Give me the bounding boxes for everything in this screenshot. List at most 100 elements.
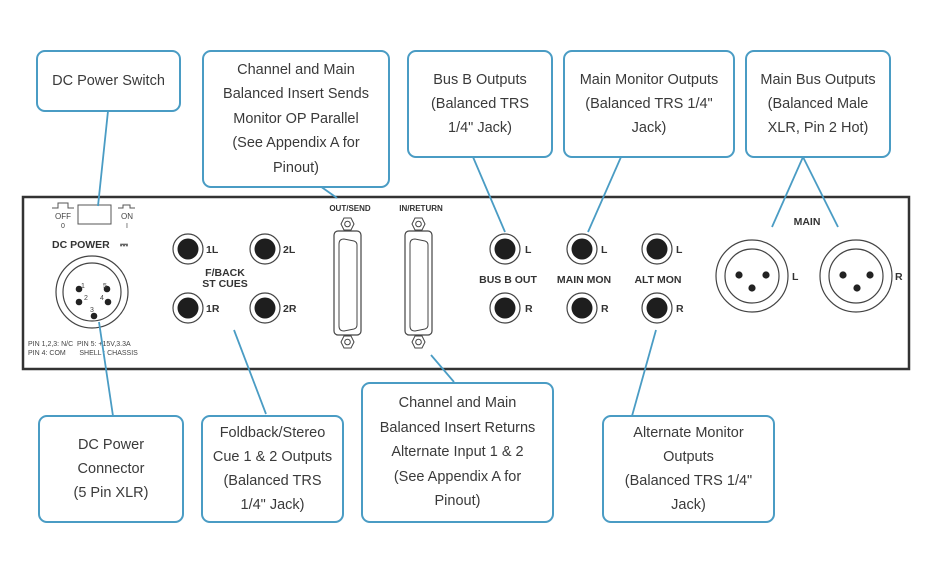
main-mon-l-label: L (601, 244, 608, 256)
callout-line: Balanced Insert Returns (379, 419, 536, 436)
callout-line: (See Appendix A for (232, 135, 360, 152)
main-mon-label: MAIN MON (557, 274, 611, 286)
callout-line: 1/4" Jack) (448, 120, 512, 136)
main-mon-jacks: L MAIN MON R (557, 233, 611, 324)
jack-1l-label: 1L (206, 244, 219, 256)
jack-2l (249, 233, 281, 265)
alt-mon-jacks: L ALT MON R (634, 233, 684, 324)
main-mon-jack-r (566, 292, 598, 324)
dc-power-connector: DC POWER ⎓ 1 2 3 4 5 PIN 1,2,3: N/C PIN … (28, 239, 138, 357)
in-return-label: IN/RETURN (399, 204, 443, 213)
main-xlr-outputs: MAIN L R (715, 216, 903, 313)
callout-line: (Balanced TRS (223, 473, 322, 489)
callout-line: Jack) (671, 497, 706, 513)
callout-line: 1/4" Jack) (240, 497, 305, 513)
pin-4 (104, 298, 112, 306)
dc-power-label: DC POWER (52, 239, 110, 251)
main-mon-jack-l (566, 233, 598, 265)
callout-line: Cue 1 & 2 Outputs (212, 449, 333, 465)
callout-line: Pinout) (434, 493, 481, 510)
callout-dc-power-switch: DC Power Switch (36, 50, 181, 112)
bus-b-out-label: BUS B OUT (479, 274, 537, 286)
foldback-jacks: 1L 2L F/BACK ST CUES 1R 2R (172, 233, 297, 324)
pin-1-label: 1 (81, 283, 85, 290)
leader-dc-power-switch (97, 110, 109, 207)
callout-line: Connector (77, 461, 145, 477)
pin-2-label: 2 (84, 295, 88, 302)
out-send-dsub: OUT/SEND (329, 204, 371, 349)
jack-2l-label: 2L (283, 244, 296, 256)
pin-3 (90, 312, 98, 320)
leader-dc-power-connector (98, 321, 114, 417)
switch-off-label: OFF (55, 212, 71, 221)
leader-lines (97, 110, 839, 417)
leader-bus-b (472, 156, 506, 233)
off-position-icon (52, 202, 74, 209)
callout-line: Alternate Input 1 & 2 (391, 444, 524, 461)
leader-main-bus-l (771, 156, 804, 228)
fback-title-2: ST CUES (202, 278, 248, 290)
main-l-label: L (792, 271, 799, 283)
alt-mon-jack-l (641, 233, 673, 265)
callout-line: Channel and Main (237, 61, 355, 78)
bus-b-r-label: R (525, 303, 533, 315)
callout-line: Jack) (631, 120, 667, 136)
leader-insert-sends (319, 185, 338, 199)
callout-line: Bus B Outputs (433, 72, 527, 88)
bus-b-jack-r (489, 292, 521, 324)
callout-line: (5 Pin XLR) (73, 485, 149, 501)
bus-b-out-jacks: L BUS B OUT R (479, 233, 537, 324)
main-xlr-r (819, 239, 893, 313)
callout-line: Channel and Main (398, 395, 517, 412)
switch-off-symbol: 0 (61, 223, 65, 230)
main-mon-r-label: R (601, 303, 609, 315)
fback-title-1: F/BACK (205, 267, 245, 279)
callout-line: Main Bus Outputs (760, 72, 876, 88)
pin-2 (75, 298, 83, 306)
alt-mon-l-label: L (676, 244, 683, 256)
leader-foldback (233, 329, 267, 415)
jack-1l (172, 233, 204, 265)
bus-b-jack-l (489, 233, 521, 265)
dc-symbol-icon: ⎓ (120, 240, 128, 251)
callout-line: (Balanced TRS 1/4" (624, 473, 753, 489)
switch-on-symbol: I (126, 223, 128, 230)
pin-1 (75, 285, 83, 293)
callout-line: (Balanced TRS (430, 96, 530, 112)
callout-text: Main Monitor Outputs(Balanced TRS 1/4"Ja… (580, 68, 719, 140)
main-r-label: R (895, 271, 903, 283)
callout-line: Foldback/Stereo (219, 425, 326, 441)
switch-rocker (77, 204, 112, 225)
callout-line: Alternate Monitor (633, 425, 744, 441)
callout-line: Outputs (663, 449, 714, 465)
pin-3-label: 3 (90, 307, 94, 314)
callout-line: (Balanced TRS 1/4" (585, 96, 713, 112)
in-return-dsub: IN/RETURN (399, 204, 443, 349)
jack-2r-label: 2R (283, 303, 297, 315)
main-xlr-l (715, 239, 789, 313)
leader-main-mon (587, 156, 622, 233)
callout-line: Pinout) (273, 159, 319, 176)
callout-text: Bus B Outputs (Balanced TRS 1/4" Jack) (431, 68, 529, 140)
callout-line: (Balanced Male (767, 96, 869, 112)
pin-5 (103, 285, 111, 293)
leader-main-bus-r (802, 156, 839, 228)
switch-on-label: ON (121, 212, 133, 221)
callout-bus-b-outputs: Bus B Outputs (Balanced TRS 1/4" Jack) (407, 50, 553, 158)
callout-main-monitor-outputs: Main Monitor Outputs(Balanced TRS 1/4"Ja… (563, 50, 735, 158)
callout-text: DC Power Switch (52, 69, 165, 93)
jack-1r (172, 292, 204, 324)
callout-line: Balanced Insert Sends (223, 86, 369, 103)
